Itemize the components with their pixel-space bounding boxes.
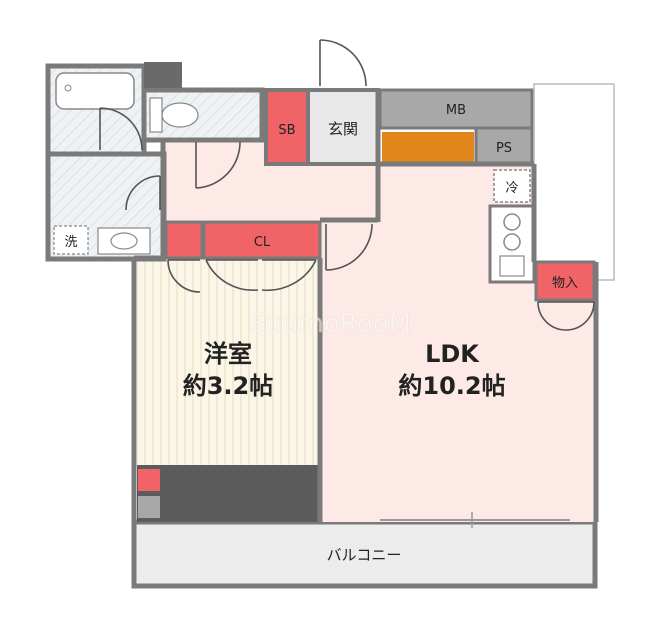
bathtub — [55, 72, 135, 110]
toilet-room — [141, 87, 265, 143]
stove-burner-1 — [503, 213, 521, 231]
stove-burner-2 — [503, 233, 521, 251]
outer-strip — [533, 83, 615, 281]
meter-box-label: MB — [446, 103, 466, 118]
shoe-box-label: SB — [278, 123, 295, 138]
refrigerator-label: 冷 — [505, 181, 518, 196]
storage-label: 物入 — [552, 276, 578, 291]
balcony-area — [131, 519, 598, 589]
closet — [202, 220, 322, 260]
door-swings — [99, 39, 595, 331]
western-room-floor — [137, 260, 320, 465]
closet-label: CL — [254, 235, 271, 250]
dark-block — [137, 465, 320, 522]
small-gray-box — [138, 496, 160, 518]
bathtub-drain — [64, 84, 72, 92]
dark-corner — [144, 62, 182, 88]
entrance-label: 玄関 — [328, 120, 358, 138]
toilet-tank — [149, 97, 163, 133]
ldk-name: LDK — [425, 340, 480, 368]
toilet-bowl — [161, 102, 199, 128]
watermark: SuumoRooM — [249, 309, 411, 339]
closet-small — [164, 220, 204, 260]
small-red-box — [138, 469, 160, 491]
western-room-name: 洋室 — [204, 340, 252, 368]
washer-label: 洗 — [64, 235, 77, 250]
shoe-box — [264, 88, 310, 166]
refrigerator-box — [493, 169, 531, 203]
orange-unit — [382, 132, 474, 164]
kitchen-counter — [488, 204, 536, 284]
pipe-space-label: PS — [496, 141, 512, 156]
washbasin — [97, 227, 151, 255]
washer-box — [53, 225, 89, 255]
meter-box — [378, 88, 534, 130]
balcony-label: バルコニー — [327, 546, 402, 564]
washbasin-bowl — [110, 232, 138, 250]
western-room-size: 約3.2帖 — [183, 372, 274, 400]
ldk-size: 約10.2帖 — [398, 372, 505, 400]
interior-walls — [48, 90, 599, 522]
kitchen-sink — [499, 255, 525, 277]
